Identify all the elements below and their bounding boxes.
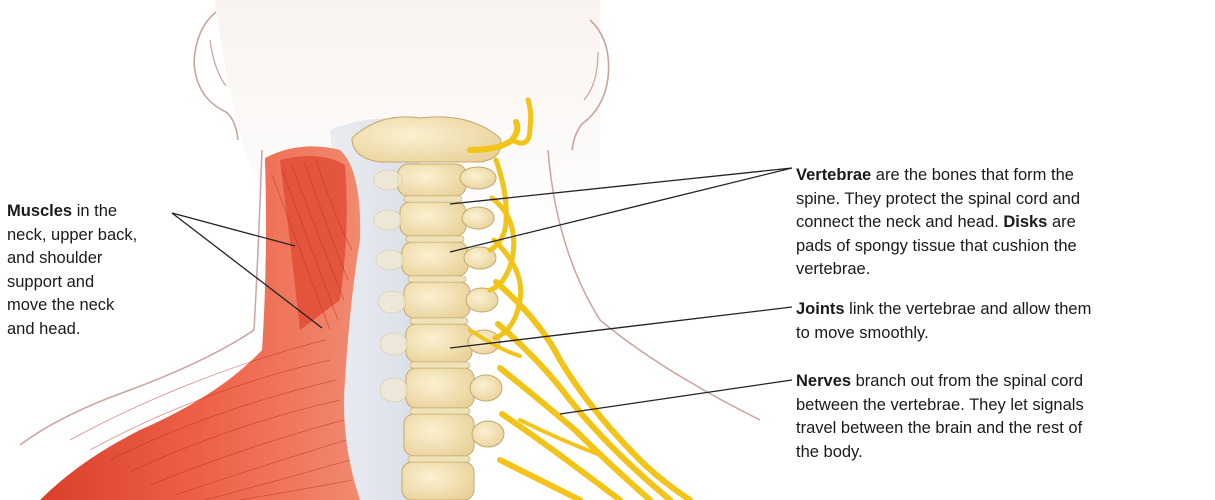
nerves-text-2: between the vertebrae. They let signals	[796, 396, 1084, 414]
vertebrae-text-5: vertebrae.	[796, 260, 870, 278]
joints-text-2: to move smoothly.	[796, 324, 929, 342]
nerves-label: Nerves branch out from the spinal cord b…	[796, 370, 1206, 464]
muscles-term: Muscles	[7, 202, 72, 220]
vertebrae-text-1: are the bones that form the	[871, 166, 1074, 184]
vertebrae-text-2: spine. They protect the spinal cord and	[796, 190, 1080, 208]
nerves-text-3: travel between the brain and the rest of	[796, 419, 1082, 437]
joints-label: Joints link the vertebrae and allow them…	[796, 298, 1206, 345]
disks-term: Disks	[1003, 213, 1047, 231]
vertebrae-text-4: pads of spongy tissue that cushion the	[796, 237, 1077, 255]
vertebrae-label: Vertebrae are the bones that form the sp…	[796, 164, 1196, 282]
vertebrae-text-3a: connect the neck and head.	[796, 213, 1003, 231]
muscles-text-3: and shoulder	[7, 249, 102, 267]
nerves-term: Nerves	[796, 372, 851, 390]
muscles-text-2: neck, upper back,	[7, 226, 137, 244]
joints-term: Joints	[796, 300, 845, 318]
muscles-text-1: in the	[72, 202, 117, 220]
muscles-label: Muscles in the neck, upper back, and sho…	[7, 200, 182, 341]
nerves-text-1: branch out from the spinal cord	[851, 372, 1083, 390]
muscles-text-6: and head.	[7, 320, 80, 338]
joints-text-1: link the vertebrae and allow them	[845, 300, 1092, 318]
vertebrae-text-3b: are	[1047, 213, 1075, 231]
nerves-leader	[560, 380, 792, 414]
muscles-text-4: support and	[7, 273, 94, 291]
vertebrae-term: Vertebrae	[796, 166, 871, 184]
muscles-text-5: move the neck	[7, 296, 114, 314]
nerves-text-4: the body.	[796, 443, 863, 461]
